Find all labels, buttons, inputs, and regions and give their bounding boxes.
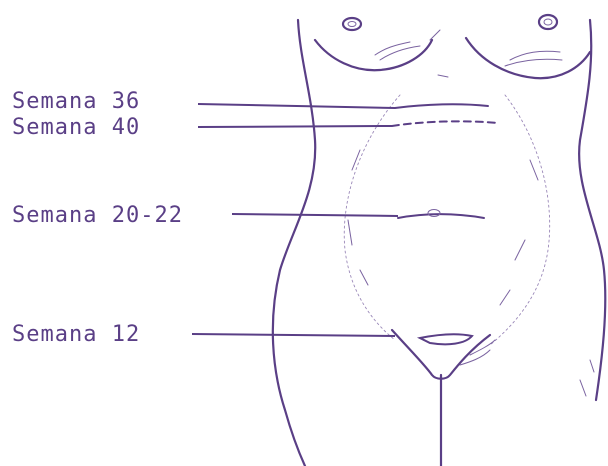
leader-week20-22 bbox=[232, 214, 398, 216]
label-week40: Semana 40 bbox=[12, 115, 140, 140]
label-week36: Semana 36 bbox=[12, 89, 140, 114]
pubic-region bbox=[392, 330, 490, 379]
left-nipple bbox=[343, 18, 361, 30]
leader-week12 bbox=[192, 334, 395, 336]
groin-lines bbox=[392, 330, 490, 379]
fundus-week12 bbox=[420, 334, 472, 344]
fundus-week20-22 bbox=[398, 214, 484, 218]
torso-outline bbox=[273, 20, 605, 466]
abdomen-right-contour bbox=[490, 95, 550, 345]
torso-left-side bbox=[273, 20, 315, 466]
right-breast bbox=[466, 38, 590, 78]
right-nipple bbox=[539, 15, 557, 29]
left-breast bbox=[315, 40, 432, 70]
fundus-week36 bbox=[395, 104, 488, 108]
leader-week40 bbox=[198, 126, 392, 127]
navel bbox=[428, 210, 440, 217]
breasts bbox=[315, 15, 590, 78]
leader-week36 bbox=[198, 104, 395, 108]
label-week12: Semana 12 bbox=[12, 322, 140, 347]
abdomen bbox=[344, 95, 594, 396]
torso-right-side bbox=[579, 20, 605, 400]
abdomen-left-contour bbox=[344, 95, 400, 340]
fundus-week40 bbox=[392, 121, 498, 126]
label-week20-22: Semana 20-22 bbox=[12, 203, 183, 228]
